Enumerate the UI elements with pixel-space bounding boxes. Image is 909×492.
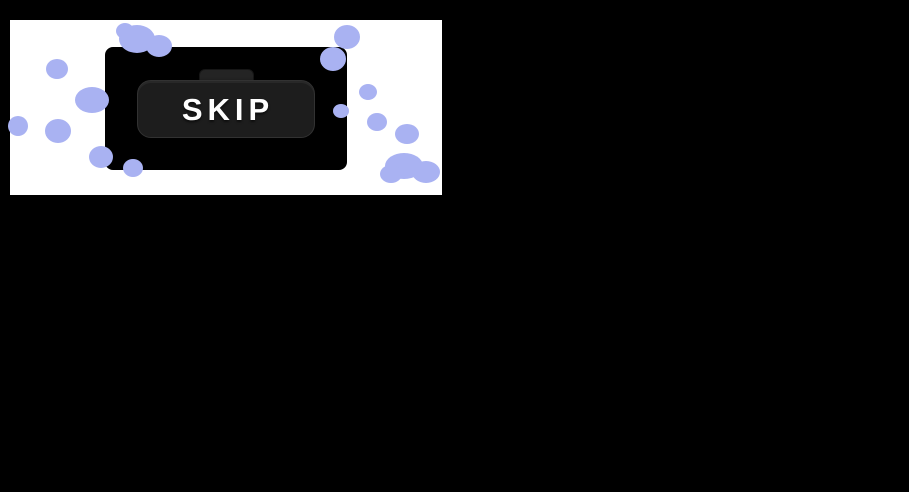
skip-panel: SKIP [105, 47, 347, 170]
drawing-canvas[interactable]: SKIP [10, 20, 442, 195]
skip-button-label: SKIP [181, 91, 275, 127]
skip-button[interactable]: SKIP [137, 80, 315, 138]
